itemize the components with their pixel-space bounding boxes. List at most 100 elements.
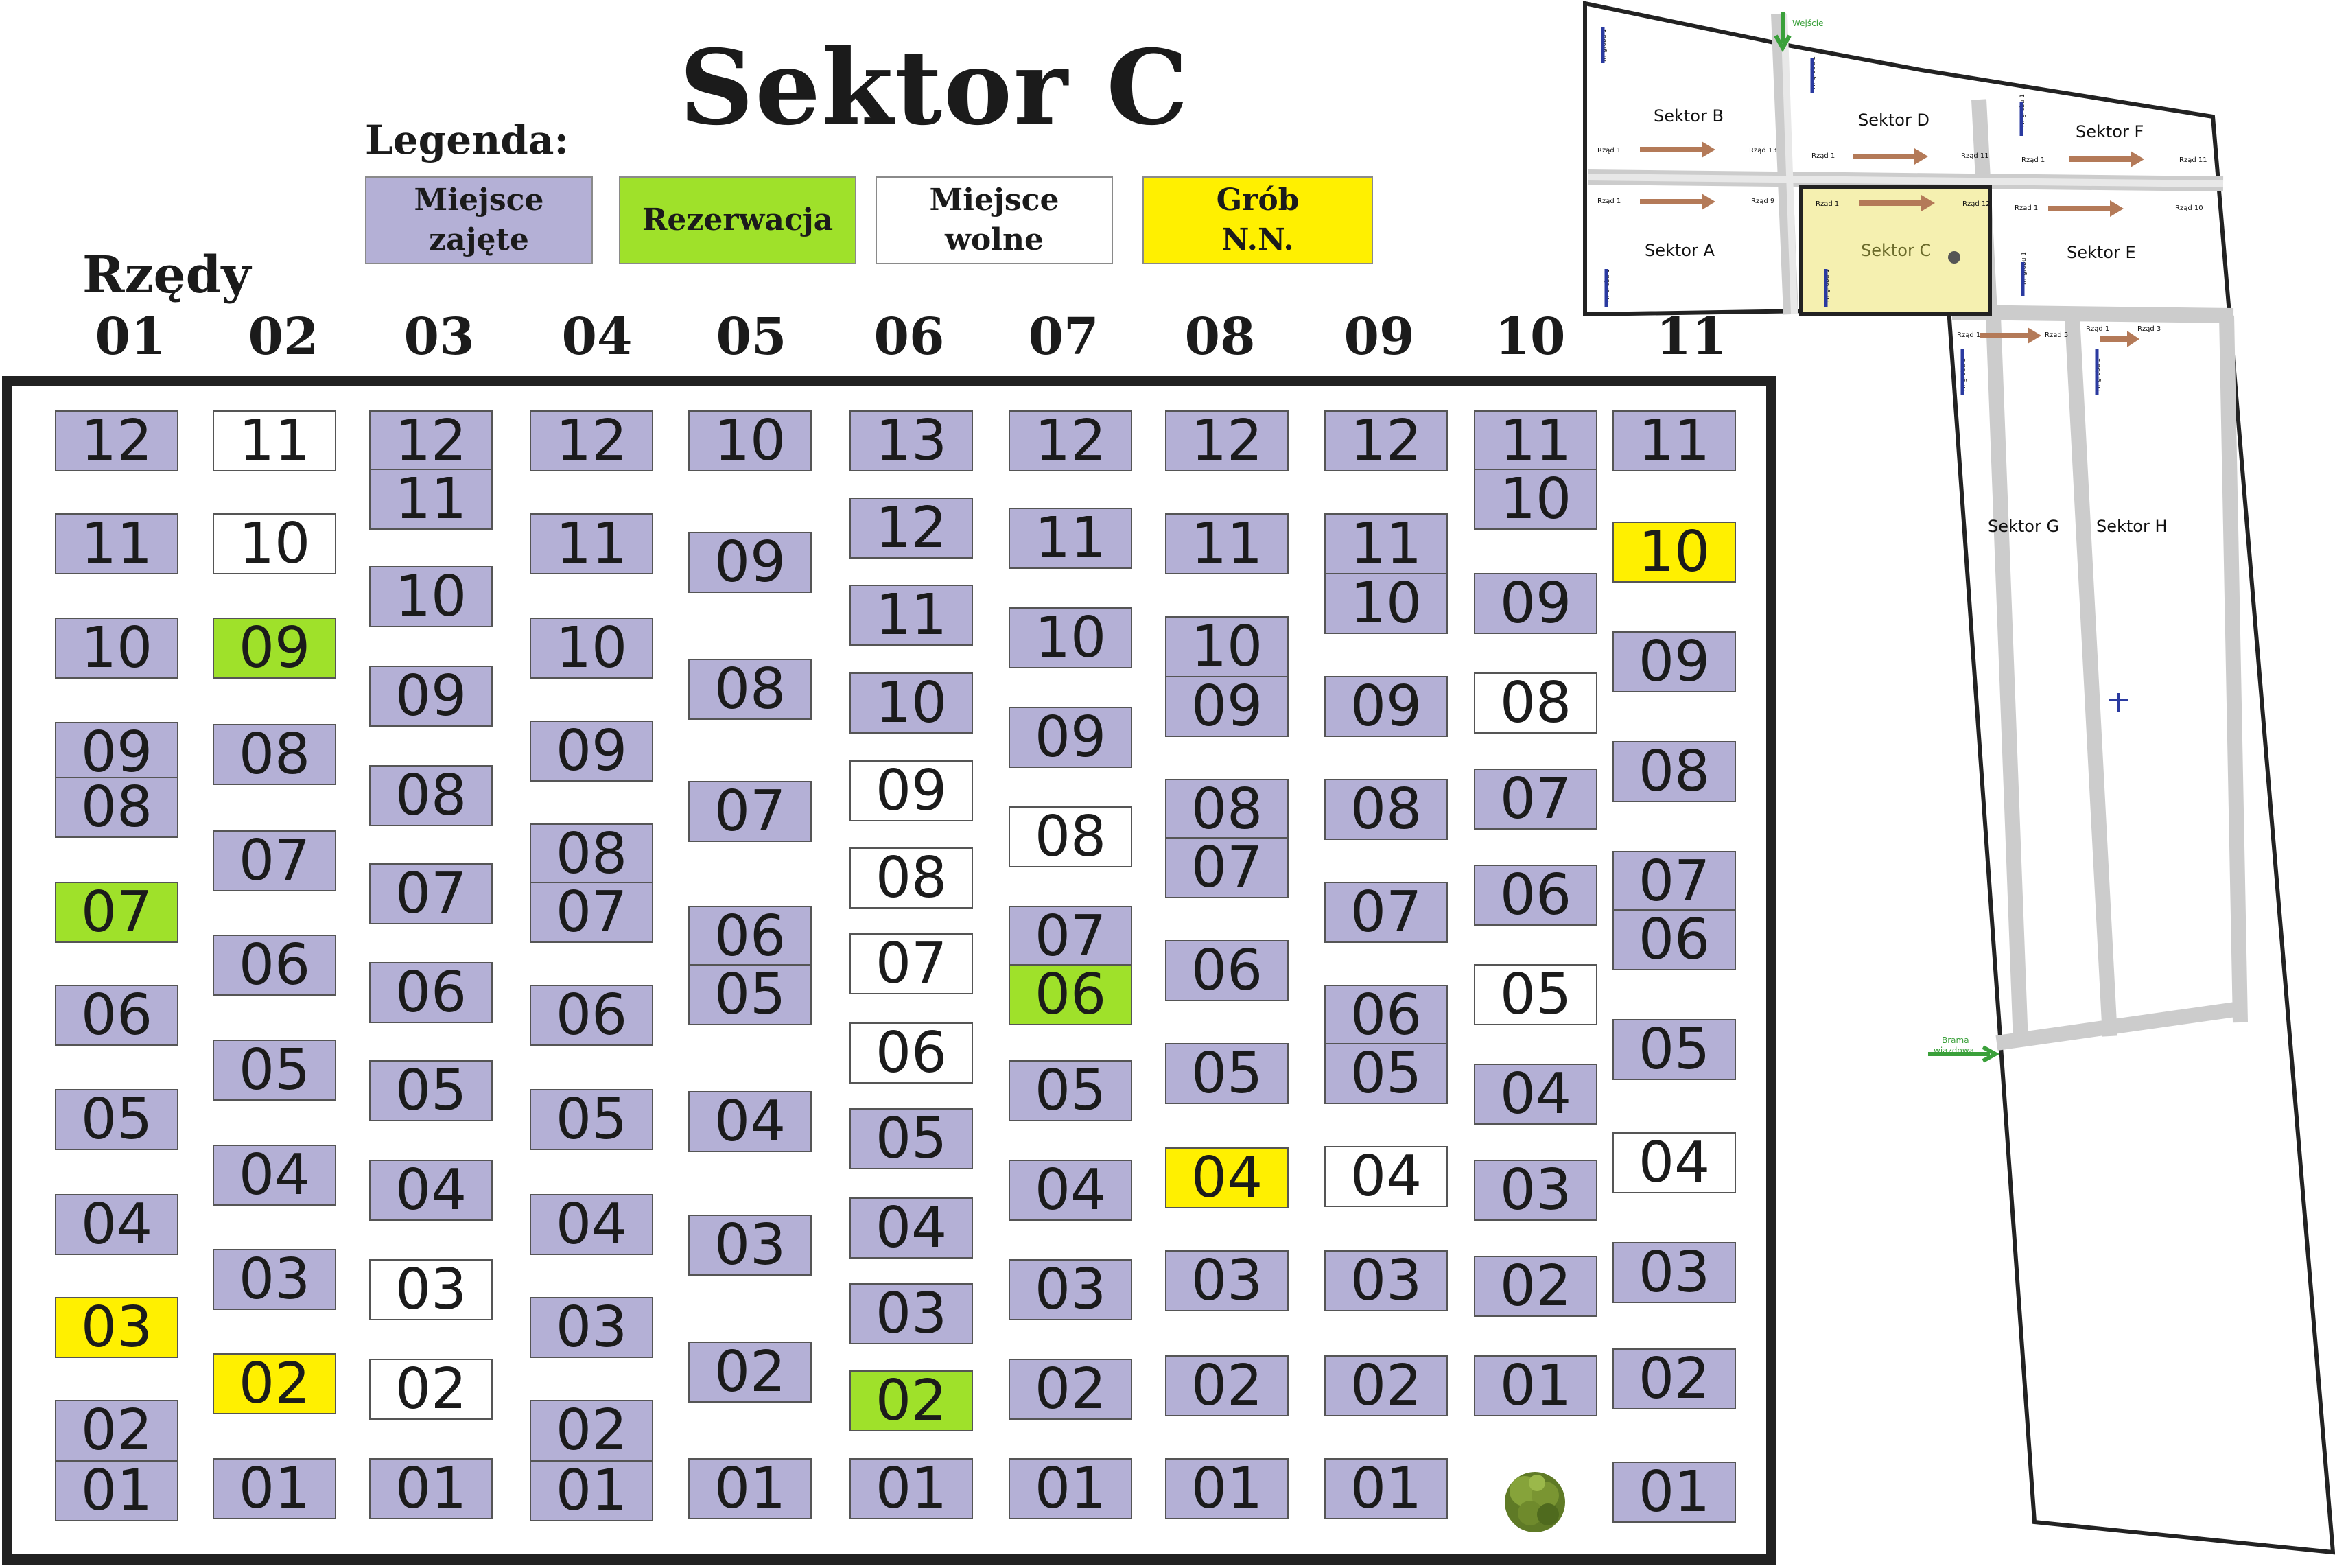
grave-plot-free[interactable]: 06 (849, 1022, 973, 1084)
grave-plot-occupied[interactable]: 07 (1474, 769, 1597, 830)
grave-plot-occupied[interactable]: 05 (369, 1060, 493, 1121)
grave-plot-occupied[interactable]: 01 (1324, 1458, 1448, 1519)
grave-plot-occupied[interactable]: 01 (688, 1458, 812, 1519)
grave-plot-free[interactable]: 03 (369, 1259, 493, 1320)
grave-plot-occupied[interactable]: 01 (369, 1458, 493, 1519)
grave-plot-nn[interactable]: 02 (213, 1353, 336, 1414)
grave-plot-reserved[interactable]: 07 (55, 882, 178, 943)
grave-plot-occupied[interactable]: 11 (1324, 513, 1448, 574)
grave-plot-occupied[interactable]: 01 (213, 1458, 336, 1519)
grave-plot-occupied[interactable]: 05 (213, 1040, 336, 1101)
grave-plot-occupied[interactable]: 06 (55, 985, 178, 1046)
grave-plot-occupied[interactable]: 01 (1009, 1458, 1132, 1519)
grave-plot-nn[interactable]: 04 (1165, 1147, 1289, 1208)
grave-plot-occupied[interactable]: 09 (530, 721, 653, 782)
grave-plot-occupied[interactable]: 03 (1324, 1250, 1448, 1311)
grave-plot-occupied[interactable]: 05 (1324, 1043, 1448, 1104)
grave-plot-occupied[interactable]: 02 (1009, 1359, 1132, 1420)
grave-plot-occupied[interactable]: 08 (1612, 741, 1736, 802)
grave-plot-occupied[interactable]: 04 (213, 1145, 336, 1206)
grave-plot-occupied[interactable]: 08 (369, 765, 493, 826)
grave-plot-occupied[interactable]: 10 (688, 410, 812, 471)
grave-plot-occupied[interactable]: 11 (849, 585, 973, 646)
grave-plot-occupied[interactable]: 04 (1474, 1064, 1597, 1125)
grave-plot-occupied[interactable]: 01 (1165, 1458, 1289, 1519)
grave-plot-free[interactable]: 11 (213, 410, 336, 471)
grave-plot-occupied[interactable]: 06 (530, 985, 653, 1046)
grave-plot-occupied[interactable]: 07 (1324, 882, 1448, 943)
grave-plot-free[interactable]: 09 (849, 760, 973, 821)
grave-plot-free[interactable]: 10 (213, 513, 336, 574)
grave-plot-occupied[interactable]: 09 (1474, 573, 1597, 634)
grave-plot-occupied[interactable]: 05 (530, 1089, 653, 1150)
grave-plot-occupied[interactable]: 10 (1009, 607, 1132, 668)
grave-plot-occupied[interactable]: 01 (1474, 1355, 1597, 1416)
grave-plot-occupied[interactable]: 09 (55, 722, 178, 783)
grave-plot-occupied[interactable]: 04 (369, 1160, 493, 1221)
grave-plot-occupied[interactable]: 07 (213, 830, 336, 891)
grave-plot-occupied[interactable]: 09 (1612, 631, 1736, 692)
grave-plot-reserved[interactable]: 06 (1009, 964, 1132, 1025)
grave-plot-occupied[interactable]: 02 (688, 1342, 812, 1403)
grave-plot-occupied[interactable]: 05 (1612, 1019, 1736, 1080)
grave-plot-occupied[interactable]: 05 (1165, 1043, 1289, 1104)
grave-plot-occupied[interactable]: 10 (530, 618, 653, 679)
grave-plot-occupied[interactable]: 03 (688, 1215, 812, 1276)
grave-plot-free[interactable]: 07 (849, 933, 973, 994)
grave-plot-occupied[interactable]: 07 (530, 882, 653, 943)
grave-plot-occupied[interactable]: 12 (369, 410, 493, 471)
grave-plot-occupied[interactable]: 06 (1324, 985, 1448, 1046)
grave-plot-occupied[interactable]: 12 (849, 498, 973, 559)
grave-plot-free[interactable]: 08 (1474, 672, 1597, 734)
grave-plot-occupied[interactable]: 10 (369, 566, 493, 627)
grave-plot-occupied[interactable]: 03 (1009, 1259, 1132, 1320)
grave-plot-occupied[interactable]: 09 (1324, 676, 1448, 737)
grave-plot-free[interactable]: 08 (1009, 806, 1132, 867)
grave-plot-occupied[interactable]: 01 (849, 1458, 973, 1519)
grave-plot-occupied[interactable]: 04 (530, 1194, 653, 1255)
grave-plot-reserved[interactable]: 02 (849, 1370, 973, 1431)
grave-plot-occupied[interactable]: 03 (1612, 1242, 1736, 1303)
grave-plot-occupied[interactable]: 08 (688, 659, 812, 720)
grave-plot-occupied[interactable]: 09 (1165, 676, 1289, 737)
grave-plot-occupied[interactable]: 06 (688, 906, 812, 967)
grave-plot-occupied[interactable]: 11 (1009, 508, 1132, 569)
grave-plot-occupied[interactable]: 13 (849, 410, 973, 471)
grave-plot-occupied[interactable]: 09 (688, 532, 812, 593)
grave-plot-occupied[interactable]: 11 (1612, 410, 1736, 471)
grave-plot-occupied[interactable]: 06 (1165, 940, 1289, 1001)
grave-plot-reserved[interactable]: 09 (213, 618, 336, 679)
grave-plot-free[interactable]: 08 (849, 847, 973, 909)
grave-plot-occupied[interactable]: 11 (530, 513, 653, 574)
grave-plot-occupied[interactable]: 11 (1474, 410, 1597, 471)
grave-plot-occupied[interactable]: 08 (530, 823, 653, 885)
grave-plot-occupied[interactable]: 07 (369, 863, 493, 924)
grave-plot-occupied[interactable]: 03 (1474, 1160, 1597, 1221)
grave-plot-occupied[interactable]: 10 (1474, 469, 1597, 530)
grave-plot-occupied[interactable]: 06 (213, 935, 336, 996)
grave-plot-occupied[interactable]: 04 (849, 1197, 973, 1259)
grave-plot-occupied[interactable]: 12 (1324, 410, 1448, 471)
grave-plot-occupied[interactable]: 02 (1474, 1256, 1597, 1317)
grave-plot-occupied[interactable]: 02 (1612, 1348, 1736, 1409)
grave-plot-occupied[interactable]: 02 (530, 1400, 653, 1461)
grave-plot-occupied[interactable]: 12 (530, 410, 653, 471)
grave-plot-occupied[interactable]: 05 (849, 1108, 973, 1169)
grave-plot-occupied[interactable]: 07 (1612, 851, 1736, 912)
grave-plot-occupied[interactable]: 12 (1009, 410, 1132, 471)
grave-plot-occupied[interactable]: 02 (1324, 1355, 1448, 1416)
grave-plot-occupied[interactable]: 06 (1474, 865, 1597, 926)
grave-plot-occupied[interactable]: 06 (1612, 909, 1736, 970)
grave-plot-occupied[interactable]: 05 (1009, 1060, 1132, 1121)
grave-plot-occupied[interactable]: 04 (1009, 1160, 1132, 1221)
grave-plot-occupied[interactable]: 08 (55, 777, 178, 838)
grave-plot-occupied[interactable]: 02 (55, 1400, 178, 1461)
grave-plot-occupied[interactable]: 05 (55, 1089, 178, 1150)
grave-plot-nn[interactable]: 03 (55, 1297, 178, 1358)
grave-plot-occupied[interactable]: 01 (1612, 1462, 1736, 1523)
grave-plot-occupied[interactable]: 09 (1009, 707, 1132, 768)
grave-plot-occupied[interactable]: 10 (1165, 616, 1289, 677)
grave-plot-occupied[interactable]: 04 (55, 1194, 178, 1255)
grave-plot-occupied[interactable]: 11 (1165, 513, 1289, 574)
grave-plot-occupied[interactable]: 10 (1324, 573, 1448, 634)
